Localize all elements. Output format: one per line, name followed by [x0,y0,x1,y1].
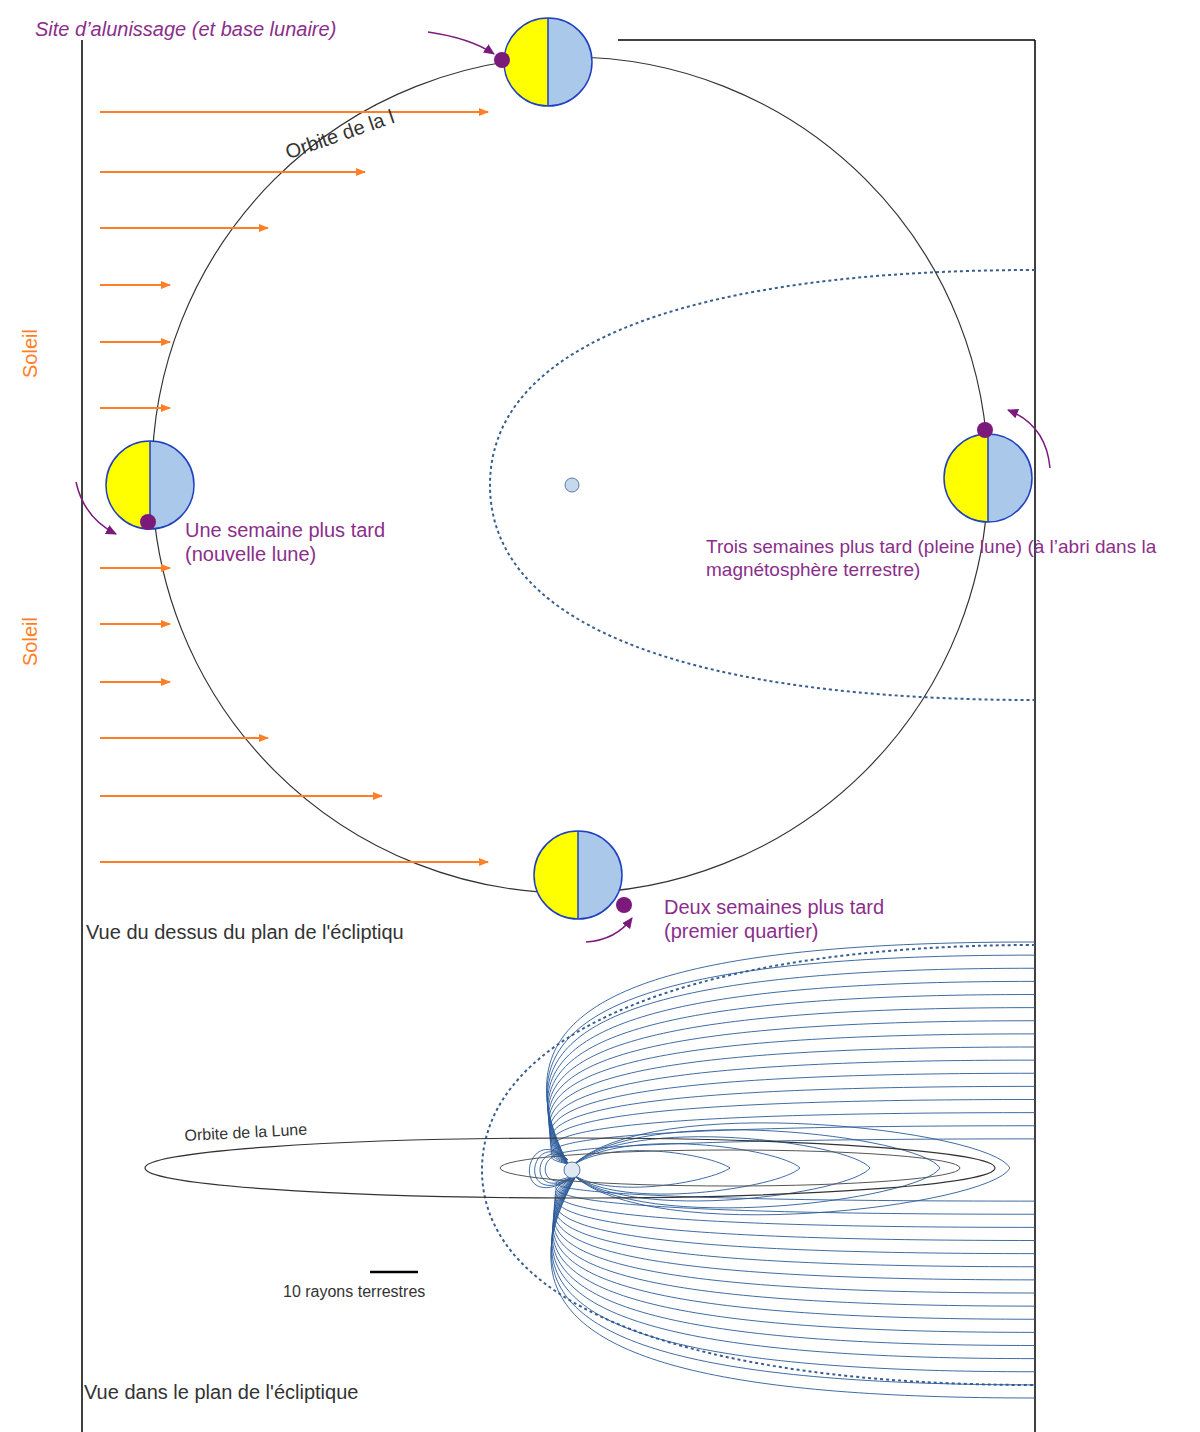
field-line [548,981,1035,1164]
scale-bar [370,1271,418,1274]
site-label: Site d’alunissage (et base lunaire) [35,17,336,41]
orbit-label: Orbite de la Lune [184,1120,308,1146]
sun-rays [100,112,488,862]
sun-ray [100,111,488,113]
sun-label: Soleil [18,617,42,666]
moon-outline [534,831,622,919]
terminator [987,434,989,522]
magnetopause [490,270,1035,700]
field-line [553,1176,1035,1332]
field-line [554,1176,1035,1280]
landing-site [977,422,993,438]
orbit-label: Orbite de la l [282,104,397,164]
landing-site [616,897,632,913]
terminator [547,18,549,106]
landing-site [140,514,156,530]
field-line [551,1100,1035,1165]
moon-night-side [988,434,1032,522]
closed-field-line [572,1123,1010,1215]
moon-night-side [150,441,194,529]
moon-orbit [152,57,988,893]
field-line [551,1176,1035,1385]
sun-ray [100,795,382,797]
closed-field-line [572,1137,870,1201]
field-line [547,955,1035,1164]
moon-orbit-side [145,1138,995,1198]
moon-outline [504,18,592,106]
earth [565,478,579,492]
view-title: Vue du dessus du plan de l'écliptiqu [84,920,406,944]
moon-day-side [504,18,548,106]
moons [106,18,1032,919]
moon-day-side [534,831,578,919]
field-line [552,1176,1035,1359]
moon-night-side [548,18,592,106]
sun-ray [100,737,268,739]
phase-label: Trois semaines plus tard (pleine lune) (… [706,536,1196,582]
sun-ray [100,407,170,409]
view-title: Vue dans le plan de l'écliptique [84,1380,358,1404]
field-line [555,1176,1035,1254]
field-line [556,1176,1035,1214]
sun-ray [100,681,170,683]
sun-label: Soleil [18,329,42,378]
scale-label: 10 rayons terrestres [283,1282,425,1301]
field-line [551,1176,1035,1398]
moon-outline [106,441,194,529]
closed-field-line [572,1151,730,1188]
motion-arrows [76,32,1050,942]
phase-label: Une semaine plus tard (nouvelle lune) [185,518,420,566]
field-line [551,1126,1035,1164]
sun-ray [100,567,170,569]
sun-ray [100,623,170,625]
field-line [548,1008,1035,1164]
terminator [577,831,579,919]
field-line [550,1060,1035,1164]
field-line [547,968,1035,1164]
sun-ray [100,341,170,343]
closed-field-line [572,1144,800,1194]
phase-label: Deux semaines plus tard (premier quartie… [664,895,904,943]
moon-day-side [944,434,988,522]
earth-side [564,1162,580,1178]
frame [82,40,1035,1432]
sun-ray [100,284,170,286]
landing-site [494,52,510,68]
sun-ray [100,171,365,173]
sun-ray [100,861,488,863]
inner-loop [500,1150,960,1186]
field-line [547,942,1035,1164]
moon-night-side [578,831,622,919]
field-line [552,1176,1035,1346]
sun-ray [100,227,268,229]
magnetopause-side [482,945,1035,1385]
moon-outline [944,434,1032,522]
field-line [554,1176,1035,1267]
field-line [552,1176,1035,1372]
